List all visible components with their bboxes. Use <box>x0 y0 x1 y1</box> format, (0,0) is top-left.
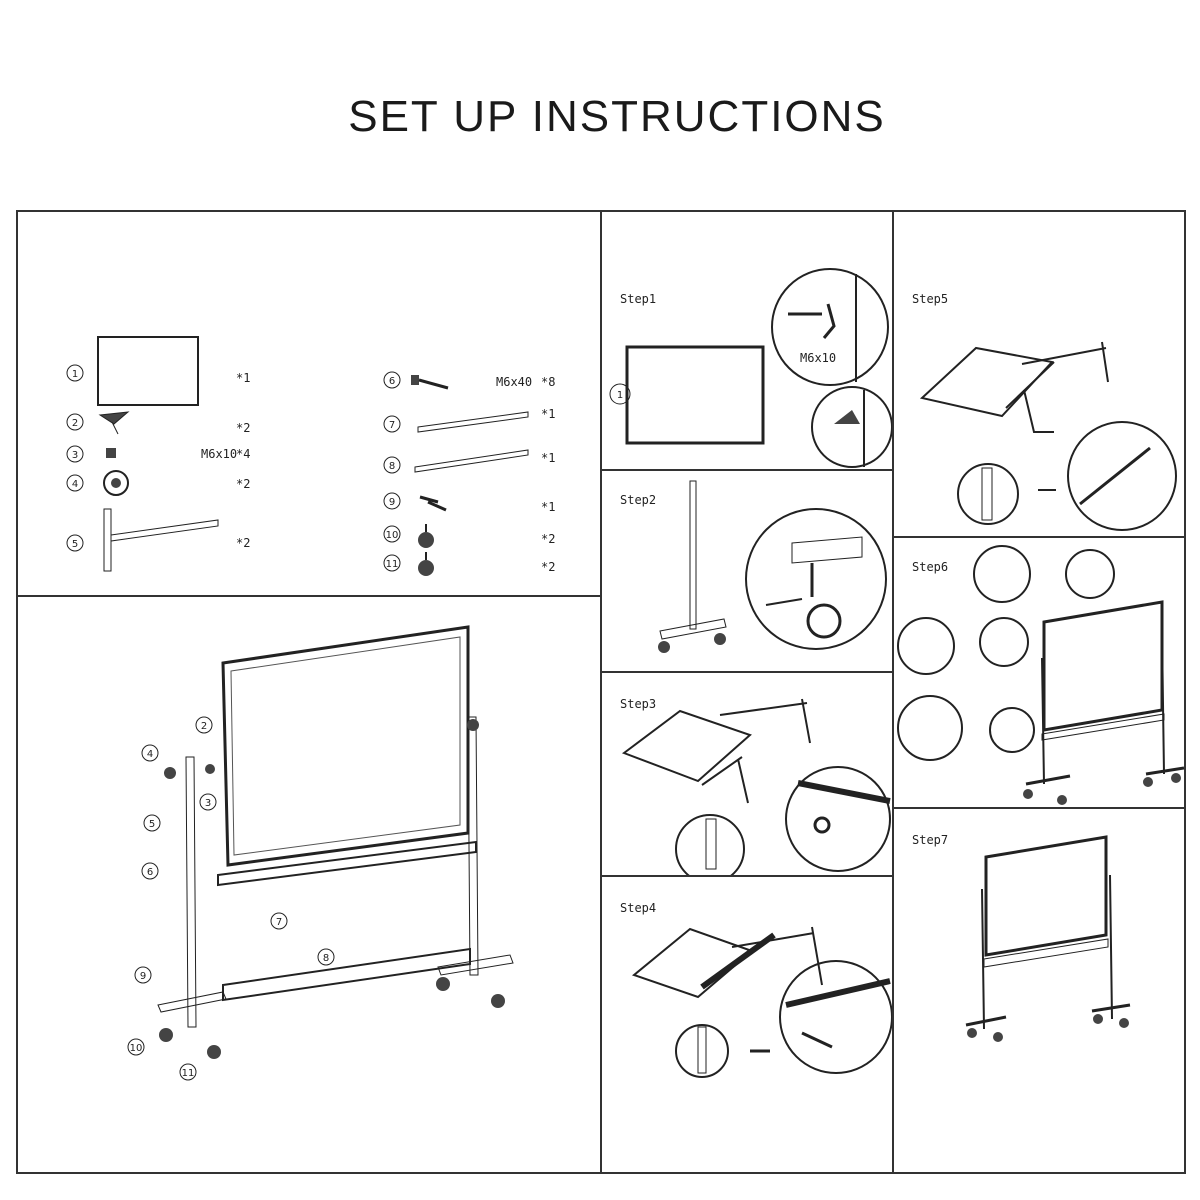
svg-text:*1: *1 <box>236 371 250 385</box>
part-1: 1 *1 <box>66 336 250 406</box>
part-9: 9 *1 <box>383 492 555 514</box>
callout-5: 5 <box>143 814 161 832</box>
svg-text:*2: *2 <box>236 477 250 491</box>
step-5-panel: Step5 <box>892 210 1186 538</box>
callout-8: 8 <box>317 948 335 966</box>
part-4: 4 *2 <box>66 470 250 496</box>
callout-4: 4 <box>141 744 159 762</box>
step-3-label: Step3 <box>620 697 657 711</box>
callout-2: 2 <box>195 716 213 734</box>
step-2-label: Step2 <box>620 493 657 507</box>
step-4-label: Step4 <box>620 901 657 915</box>
part-11: 11 *2 <box>383 552 555 576</box>
parts-list-panel: 1 *1 2 *2 3 M6x10 *4 4 *2 <box>16 210 602 597</box>
step-2-drawing <box>658 480 887 653</box>
callout-3: 3 <box>199 793 217 811</box>
svg-text:11: 11 <box>182 1068 195 1079</box>
svg-text:M6x10: M6x10 <box>201 447 237 461</box>
svg-text:*2: *2 <box>236 421 250 435</box>
part-5: 5 *2 <box>66 508 250 572</box>
part-7: 7 *1 <box>383 407 555 433</box>
step-6-drawing <box>897 545 1184 805</box>
svg-text:10: 10 <box>386 530 399 541</box>
svg-text:5: 5 <box>149 819 155 830</box>
step-1-drawing: 1 M6x10 <box>609 268 892 468</box>
svg-text:8: 8 <box>389 461 395 472</box>
step-2-panel: Step2 <box>600 469 894 673</box>
step-7-panel: Step7 <box>892 807 1186 1174</box>
svg-text:*2: *2 <box>541 560 555 574</box>
svg-text:M6x10: M6x10 <box>800 351 836 365</box>
step-4-panel: Step4 <box>600 875 894 1174</box>
assembly-panel: 2 4 3 5 6 7 8 9 10 11 <box>16 595 602 1174</box>
svg-text:6: 6 <box>147 867 153 878</box>
svg-text:1: 1 <box>617 390 623 401</box>
parts-list-drawing: 1 *1 2 *2 3 M6x10 *4 4 *2 <box>66 336 555 576</box>
step-7-label: Step7 <box>912 833 949 847</box>
svg-text:2: 2 <box>201 721 207 732</box>
svg-text:*2: *2 <box>541 532 555 546</box>
step-1-panel: Step1 1 M6x10 <box>600 210 894 471</box>
svg-text:*8: *8 <box>541 375 555 389</box>
svg-text:*2: *2 <box>236 536 250 550</box>
svg-text:10: 10 <box>130 1043 143 1054</box>
svg-text:7: 7 <box>389 420 395 431</box>
callout-6: 6 <box>141 862 159 880</box>
page-title: SET UP INSTRUCTIONS <box>348 92 886 141</box>
svg-text:3: 3 <box>72 450 78 461</box>
svg-text:*1: *1 <box>541 451 555 465</box>
step-4-drawing <box>631 926 892 1078</box>
svg-text:8: 8 <box>323 953 329 964</box>
part-8: 8 *1 <box>383 449 555 474</box>
part-2: 2 *2 <box>66 411 250 435</box>
svg-text:11: 11 <box>386 559 399 570</box>
step-3-drawing <box>621 698 891 875</box>
svg-text:6: 6 <box>389 376 395 387</box>
part-6: 6 M6x40 *8 <box>383 371 555 390</box>
svg-text:4: 4 <box>147 749 153 760</box>
svg-text:*1: *1 <box>541 407 555 421</box>
callout-7: 7 <box>270 912 288 930</box>
step-3-panel: Step3 <box>600 671 894 877</box>
step-5-drawing <box>919 341 1177 531</box>
svg-text:*1: *1 <box>541 500 555 514</box>
svg-text:*4: *4 <box>236 447 250 461</box>
step-1-label: Step1 <box>620 292 657 306</box>
step-7-drawing <box>965 835 1131 1042</box>
svg-text:2: 2 <box>72 418 78 429</box>
callout-11: 11 <box>179 1063 197 1081</box>
callout-10: 10 <box>127 1038 145 1056</box>
svg-text:3: 3 <box>205 798 211 809</box>
svg-text:7: 7 <box>276 917 282 928</box>
step-6-panel: Step6 <box>892 536 1186 809</box>
svg-text:4: 4 <box>72 479 78 490</box>
step-5-label: Step5 <box>912 292 949 306</box>
step-6-label: Step6 <box>912 560 949 574</box>
svg-text:M6x40: M6x40 <box>496 375 532 389</box>
svg-text:9: 9 <box>389 497 395 508</box>
part-10: 10 *2 <box>383 524 555 548</box>
callout-9: 9 <box>134 966 152 984</box>
svg-text:1: 1 <box>72 369 78 380</box>
svg-text:5: 5 <box>72 539 78 550</box>
exploded-assembly-drawing: 2 4 3 5 6 7 8 9 10 11 <box>127 625 514 1081</box>
part-3: 3 M6x10 *4 <box>66 445 250 463</box>
svg-text:9: 9 <box>140 971 146 982</box>
